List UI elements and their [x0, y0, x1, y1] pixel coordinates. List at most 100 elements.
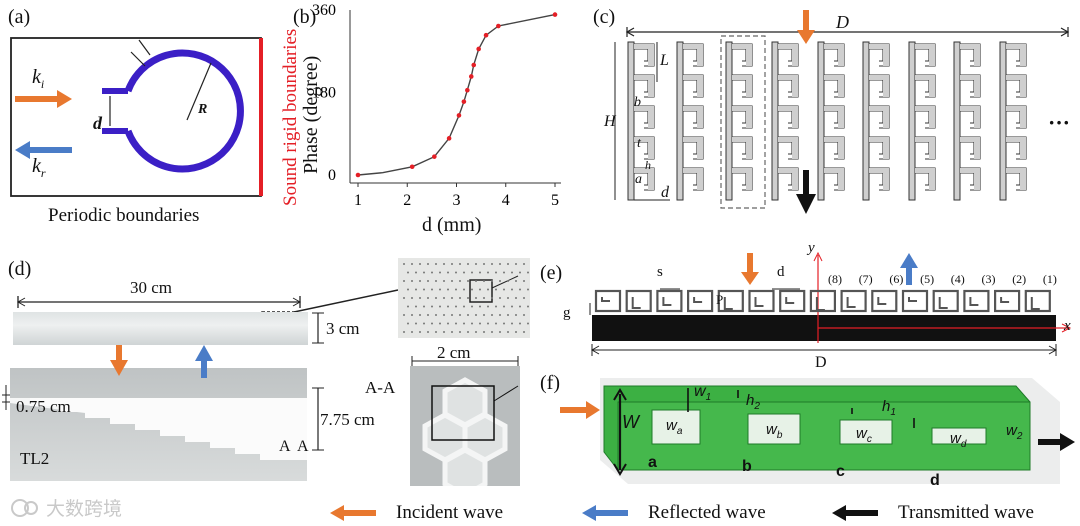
- hole-dot: [471, 322, 473, 325]
- y-tick-label: 0: [328, 167, 336, 184]
- hole-dot: [467, 314, 469, 316]
- hole-dot: [431, 322, 433, 325]
- hole-dot: [503, 288, 505, 291]
- phase-line: [357, 13, 556, 176]
- hole-dot: [511, 288, 513, 291]
- hole-dot: [427, 297, 429, 299]
- hole-dot: [439, 288, 441, 291]
- hole-dot: [423, 288, 425, 291]
- hole-dot: [475, 280, 477, 282]
- radius-label: R: [198, 102, 208, 117]
- hole-dot: [451, 331, 453, 333]
- hole-dot: [479, 322, 481, 325]
- metasurface-cell: [748, 289, 775, 313]
- hole-dot: [407, 271, 409, 274]
- metasurface-cell: [1024, 289, 1051, 313]
- hole-dot: [475, 297, 477, 299]
- hole-dot: [483, 331, 485, 333]
- hole-dot: [479, 288, 481, 291]
- hole-dot: [487, 288, 489, 291]
- y-tick-label: 360: [312, 2, 336, 19]
- metasurface-cell: [963, 289, 990, 313]
- hole-dot: [483, 314, 485, 316]
- reflected-arrow-icon: [582, 505, 628, 521]
- h1-label: h1: [882, 398, 896, 418]
- section-aa-label: A-A: [365, 378, 396, 397]
- s-label: s: [657, 264, 663, 280]
- cell-dim-arrow: [411, 356, 519, 366]
- y-tick-label: 180: [312, 85, 336, 102]
- wc-label: wc: [856, 425, 872, 445]
- incident-arrow-d: [116, 345, 122, 361]
- hole-dot: [487, 322, 489, 325]
- hole-dot: [435, 297, 437, 299]
- reflected-arrow-d: [201, 360, 207, 378]
- neck-d-label: d: [93, 113, 102, 133]
- hole-dot: [475, 331, 477, 333]
- hole-dot: [431, 305, 433, 308]
- hole-dot: [443, 297, 445, 299]
- hole-dot: [523, 331, 525, 333]
- panel-a-figure: [10, 37, 263, 197]
- hole-dot: [423, 271, 425, 274]
- metasurface-cell: [656, 289, 683, 313]
- metasurface-diagram: [589, 251, 1072, 356]
- hole-dot: [431, 288, 433, 291]
- hole-dot: [491, 280, 493, 282]
- hole-dot: [439, 305, 441, 308]
- hole-dot: [459, 280, 461, 282]
- hole-dot: [483, 280, 485, 282]
- hole-dot: [507, 314, 509, 316]
- metasurface-cell: [840, 289, 867, 313]
- ki-label: ki: [32, 66, 45, 91]
- hole-dot: [423, 305, 425, 308]
- hole-dot: [507, 263, 509, 265]
- zoom-photo: [398, 258, 530, 338]
- transmitted-arrow-icon: [832, 505, 878, 521]
- hole-dot: [487, 305, 489, 308]
- letter-a: a: [648, 454, 657, 471]
- hole-dot: [415, 322, 417, 325]
- phase-point: [465, 87, 470, 93]
- hole-dot: [471, 288, 473, 291]
- panel-d-label: (d): [8, 258, 32, 280]
- hole-dot: [451, 263, 453, 265]
- hole-dot: [427, 280, 429, 282]
- phase-point: [355, 172, 361, 178]
- kr-label: kr: [32, 155, 46, 180]
- incident-arrow-icon: [330, 505, 376, 521]
- h-label: h: [645, 158, 651, 172]
- hole-dot: [427, 263, 429, 265]
- y-axis-label: y: [808, 240, 815, 256]
- hole-dot: [515, 297, 517, 299]
- hole-dot: [403, 263, 405, 265]
- p-label: P: [716, 292, 724, 307]
- hole-dot: [403, 314, 405, 316]
- metasurface-cell: [594, 289, 622, 313]
- resonator-array-diagram: [614, 10, 1070, 214]
- resonator-column: [953, 41, 981, 201]
- hole-dot: [519, 305, 521, 308]
- metasurface-cell: [625, 289, 652, 313]
- L-label: L: [660, 52, 669, 69]
- hole-dot: [495, 288, 497, 291]
- section-mark-a1: A: [279, 438, 291, 455]
- cell-number-label: (2): [1012, 272, 1027, 286]
- w1-label: w1: [694, 383, 712, 404]
- hole-dot: [519, 271, 521, 274]
- hole-dot: [511, 305, 513, 308]
- hole-dot: [403, 297, 405, 299]
- hole-dot: [519, 322, 521, 325]
- g-label: g: [563, 305, 571, 321]
- hole-dot: [459, 297, 461, 299]
- legend-reflected: Reflected wave: [582, 502, 766, 524]
- hole-dot: [403, 280, 405, 282]
- hole-dot: [519, 288, 521, 291]
- hole-dot: [459, 314, 461, 316]
- hole-dot: [427, 314, 429, 316]
- letter-c: c: [836, 463, 845, 480]
- metasurface-cell: [779, 289, 806, 313]
- metasurface-cell: [901, 289, 929, 313]
- hole-dot: [527, 288, 529, 291]
- hole-dot: [503, 271, 505, 274]
